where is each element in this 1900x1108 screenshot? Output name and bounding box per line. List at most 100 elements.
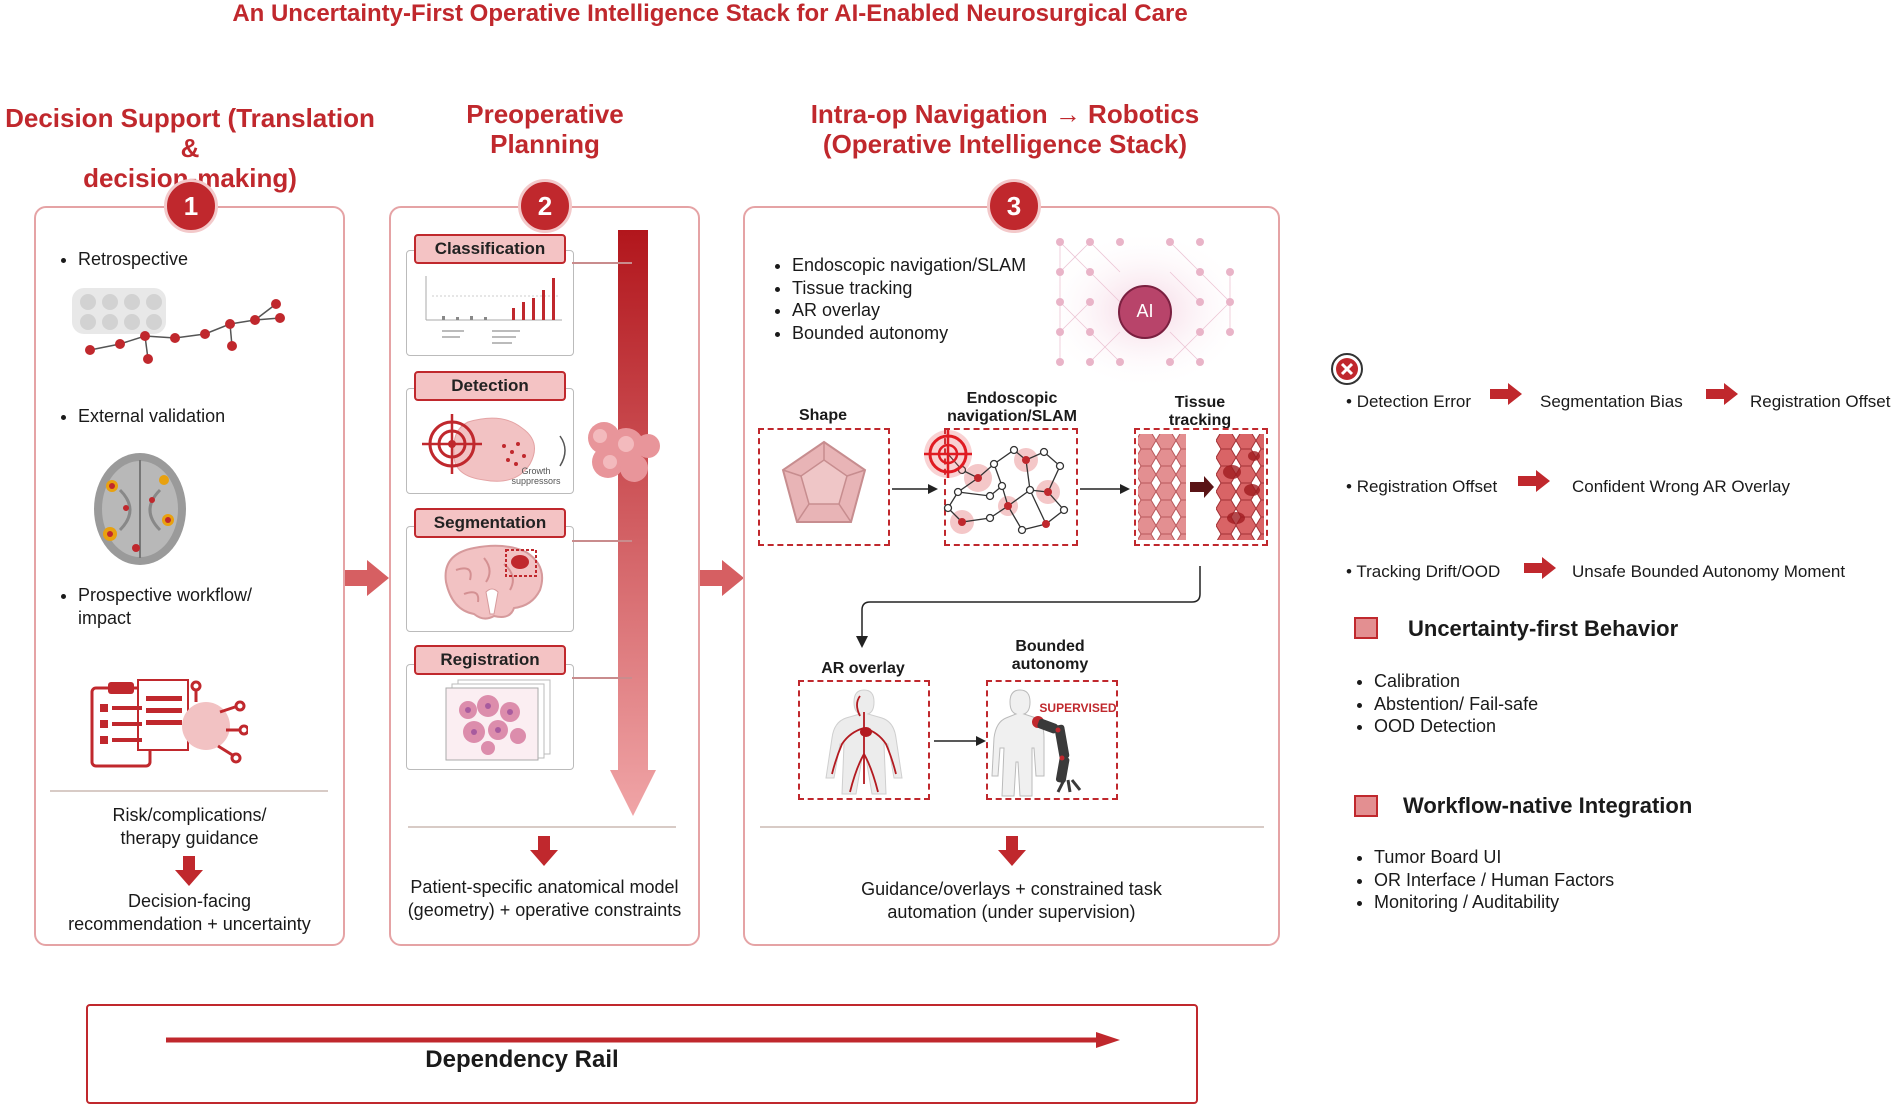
stage-slam-label: Endoscopic navigation/SLAM — [932, 390, 1092, 425]
column-1-heading: Decision Support (Translation & decision… — [0, 103, 380, 194]
column-2-heading-line1: Preoperative — [466, 99, 624, 129]
decision-support-output-line2: therapy guidance — [120, 827, 259, 848]
intraop-result-line1: Guidance/overlays + constrained task — [861, 879, 1162, 899]
stage-slam-label-line1: Endoscopic — [966, 390, 1058, 407]
detection-caption-line2: suppressors — [511, 475, 561, 486]
legend-title-workflow: Workflow-native Integration — [1403, 793, 1693, 818]
legend-item-ood: OOD Detection — [1374, 715, 1774, 738]
tab-segmentation[interactable]: Segmentation — [414, 508, 566, 538]
decision-support-output: Risk/complications/ therapy guidance — [34, 804, 345, 849]
tab-registration[interactable]: Registration — [414, 645, 566, 675]
step-badge-2: 2 — [518, 179, 572, 233]
panel-3-divider — [760, 826, 1264, 828]
bullet-prospective-line2: impact — [78, 607, 132, 628]
bullet-ar-overlay: AR overlay — [792, 299, 1092, 322]
legend-item-abstention: Abstention/ Fail-safe — [1374, 693, 1774, 716]
preoperative-result-line2: (geometry) + operative constraints — [407, 899, 682, 920]
detection-caption-line1: Growth — [521, 466, 551, 476]
page-title: An Uncertainty-First Operative Intellige… — [232, 0, 1188, 27]
legend-item-or-interface: OR Interface / Human Factors — [1374, 869, 1774, 892]
tissue-tracking-icon — [1138, 434, 1264, 540]
bullet-retrospective: Retrospective — [78, 248, 338, 271]
robotic-arm-icon — [991, 689, 1082, 797]
intraop-result: Guidance/overlays + constrained task aut… — [743, 878, 1280, 923]
panel-1-down-arrow — [175, 856, 203, 886]
intraop-bullets: Endoscopic navigation/SLAM Tissue tracki… — [772, 254, 1092, 344]
dependency-rail-label: Dependency Rail — [425, 1046, 619, 1073]
column-2-heading-line2: Planning — [490, 128, 600, 159]
panel-2-down-arrow — [530, 836, 558, 866]
failure-chain-3-item-1: • Tracking Drift/OOD — [1346, 562, 1501, 581]
card-classification — [406, 250, 574, 356]
legend-swatch-workflow — [1354, 795, 1378, 817]
tab-detection[interactable]: Detection — [414, 371, 566, 401]
stage-autonomy-label-line2: autonomy — [1011, 655, 1089, 673]
segmentation-connector — [572, 540, 632, 542]
step-badge-3: 3 — [987, 179, 1041, 233]
column-3-heading: Intra-op Navigation → Robotics (Operativ… — [740, 99, 1270, 160]
legend-list-workflow: Tumor Board UI OR Interface / Human Fact… — [1354, 846, 1774, 914]
flow-arrow-2-to-3 — [700, 560, 744, 596]
column-1-heading-line1: Decision Support (Translation & — [5, 103, 375, 163]
decision-support-result-line1: Decision-facing — [127, 891, 252, 911]
brain-heatmap-illustration — [94, 453, 186, 565]
failure-chain-1-item-3: Registration Offset — [1750, 392, 1891, 411]
pipeline-gradient-arrow — [610, 230, 656, 816]
arrow-slam-to-tissue — [1080, 484, 1130, 494]
ai-label: AI — [1136, 301, 1154, 321]
tab-classification[interactable]: Classification — [414, 234, 566, 264]
decision-support-output-line1: Risk/complications/ — [112, 805, 267, 825]
arrow-ar-to-autonomy — [934, 736, 986, 746]
decision-support-result: Decision-facing recommendation + uncerta… — [34, 890, 345, 935]
stage-slam-label-line2: navigation/SLAM — [947, 407, 1077, 425]
network-graph-illustration — [72, 288, 285, 364]
stage-tissue-label-line2: tracking — [1168, 411, 1232, 429]
registration-connector — [572, 677, 632, 679]
failure-chain-2-item-1: • Registration Offset — [1346, 477, 1498, 496]
bullet-prospective-line1: Prospective workflow/ — [78, 585, 253, 605]
bullet-tissue-tracking: Tissue tracking — [792, 277, 1092, 300]
bullet-bounded-autonomy: Bounded autonomy — [792, 322, 1092, 345]
column-3-heading-line2: (Operative Intelligence Stack) — [822, 128, 1188, 159]
ai-neural-network-icon — [1041, 230, 1249, 390]
failure-chain-3-item-2: Unsafe Bounded Autonomy Moment — [1572, 562, 1846, 581]
classification-chart-icon — [425, 276, 562, 344]
supervised-tag: SUPERVISED — [1039, 701, 1117, 715]
stage-ar-label: AR overlay — [821, 660, 905, 677]
legend-item-calibration: Calibration — [1374, 670, 1774, 693]
dodecahedron-icon — [781, 440, 867, 523]
error-x-icon — [1331, 353, 1363, 385]
bullet-endoscopic-navigation: Endoscopic navigation/SLAM — [792, 254, 1092, 277]
legend-title-uncertainty: Uncertainty-first Behavior — [1408, 616, 1679, 641]
stage-shape-label: Shape — [798, 407, 847, 424]
stage-tissue-label-line1: Tissue — [1174, 394, 1226, 411]
legend-item-monitoring: Monitoring / Auditability — [1374, 891, 1774, 914]
legend-item-tumor-board: Tumor Board UI — [1374, 846, 1774, 869]
panel-2-divider — [408, 826, 676, 828]
dependency-rail-arrow — [166, 1032, 1120, 1048]
failure-chain-3-item-1-text: Tracking Drift/OOD — [1356, 562, 1501, 581]
decision-support-result-line2: recommendation + uncertainty — [68, 913, 311, 934]
slam-graph-icon — [924, 430, 1069, 535]
preoperative-result-line1: Patient-specific anatomical model — [410, 877, 679, 897]
failure-chain-2-item-2: Confident Wrong AR Overlay — [1572, 477, 1790, 496]
panel-1-divider — [50, 790, 328, 792]
clinical-workflow-illustration — [90, 679, 248, 768]
stage-autonomy-label-line1: Bounded — [1015, 638, 1085, 655]
tumor-detection-icon — [422, 414, 660, 482]
intraop-result-line2: automation (under supervision) — [887, 901, 1136, 922]
failure-chain-3-arrow-1 — [1524, 557, 1556, 579]
failure-chain-1-item-1: • Detection Error — [1346, 392, 1472, 411]
column-3-heading-line1: Intra-op Navigation → Robotics — [810, 99, 1200, 129]
failure-chain-1-arrow-1 — [1490, 383, 1522, 405]
failure-chain-2-arrow-1 — [1518, 470, 1550, 492]
failure-chain-1-item-1-text: Detection Error — [1356, 392, 1472, 411]
flow-arrow-1-to-2 — [345, 560, 389, 596]
stage-tissue-label: Tissue tracking — [1140, 394, 1260, 429]
decision-support-bullets: Retrospective — [58, 248, 338, 271]
stage-autonomy-label: Bounded autonomy — [990, 638, 1110, 673]
detection-caption: Growth suppressors — [506, 466, 566, 487]
legend-swatch-uncertainty — [1354, 617, 1378, 639]
legend-list-uncertainty: Calibration Abstention/ Fail-safe OOD De… — [1354, 670, 1774, 738]
bullet-prospective: Prospective workflow/ impact — [78, 584, 338, 629]
